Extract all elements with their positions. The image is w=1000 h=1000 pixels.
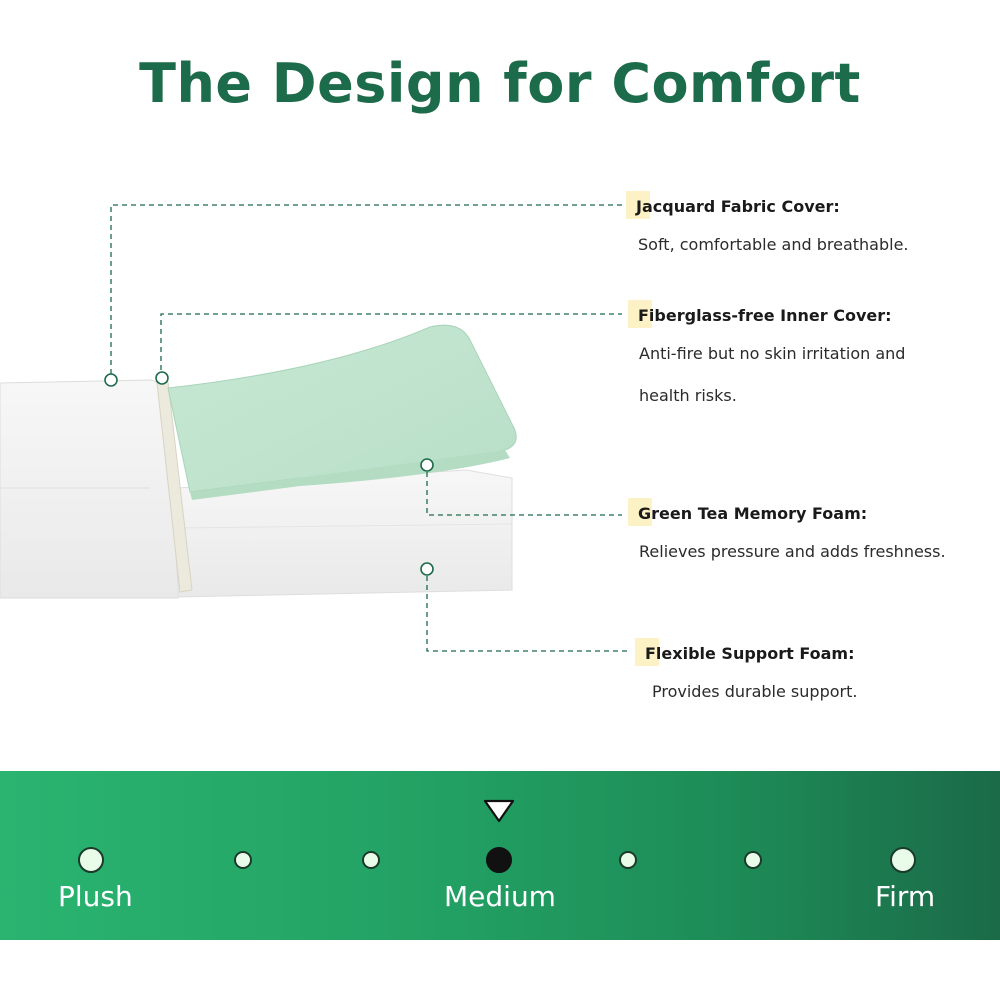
callout-description: Soft, comfortable and breathable.	[638, 235, 909, 254]
callout-title: Flexible Support Foam:	[645, 644, 855, 663]
mattress-layers-illustration	[0, 204, 630, 652]
callout-memory-foam: Green Tea Memory Foam: Relieves pressure…	[628, 498, 946, 561]
leader-anchor-dots	[104, 371, 434, 576]
callout-description: Provides durable support.	[652, 682, 858, 701]
firmness-point-1	[78, 847, 104, 873]
firmness-point-4	[486, 847, 512, 873]
callout-support-foam: Flexible Support Foam: Provides durable …	[635, 638, 858, 701]
callout-title: Jacquard Fabric Cover:	[636, 197, 840, 216]
callout-title: Green Tea Memory Foam:	[638, 504, 868, 523]
selected-marker-icon	[483, 799, 515, 823]
callout-jacquard-cover: Jacquard Fabric Cover: Soft, comfortable…	[626, 191, 909, 254]
firmness-point-5	[619, 851, 637, 869]
firmness-label-firm: Firm	[875, 880, 936, 913]
callout-description: health risks.	[639, 386, 737, 405]
leader-lines	[110, 204, 630, 652]
firmness-label-plush: Plush	[58, 880, 133, 913]
firmness-point-2	[234, 851, 252, 869]
firmness-point-6	[744, 851, 762, 869]
firmness-point-3	[362, 851, 380, 869]
firmness-label-medium: Medium	[444, 880, 556, 913]
callout-title: Fiberglass-free Inner Cover:	[638, 306, 892, 325]
callout-description: Anti-fire but no skin irritation and	[639, 344, 906, 363]
callout-description: Relieves pressure and adds freshness.	[639, 542, 946, 561]
callout-inner-cover: Fiberglass-free Inner Cover: Anti-fire b…	[628, 300, 906, 405]
firmness-point-7	[890, 847, 916, 873]
page-title: The Design for Comfort	[139, 52, 861, 115]
fabric-cover-block	[0, 379, 179, 599]
